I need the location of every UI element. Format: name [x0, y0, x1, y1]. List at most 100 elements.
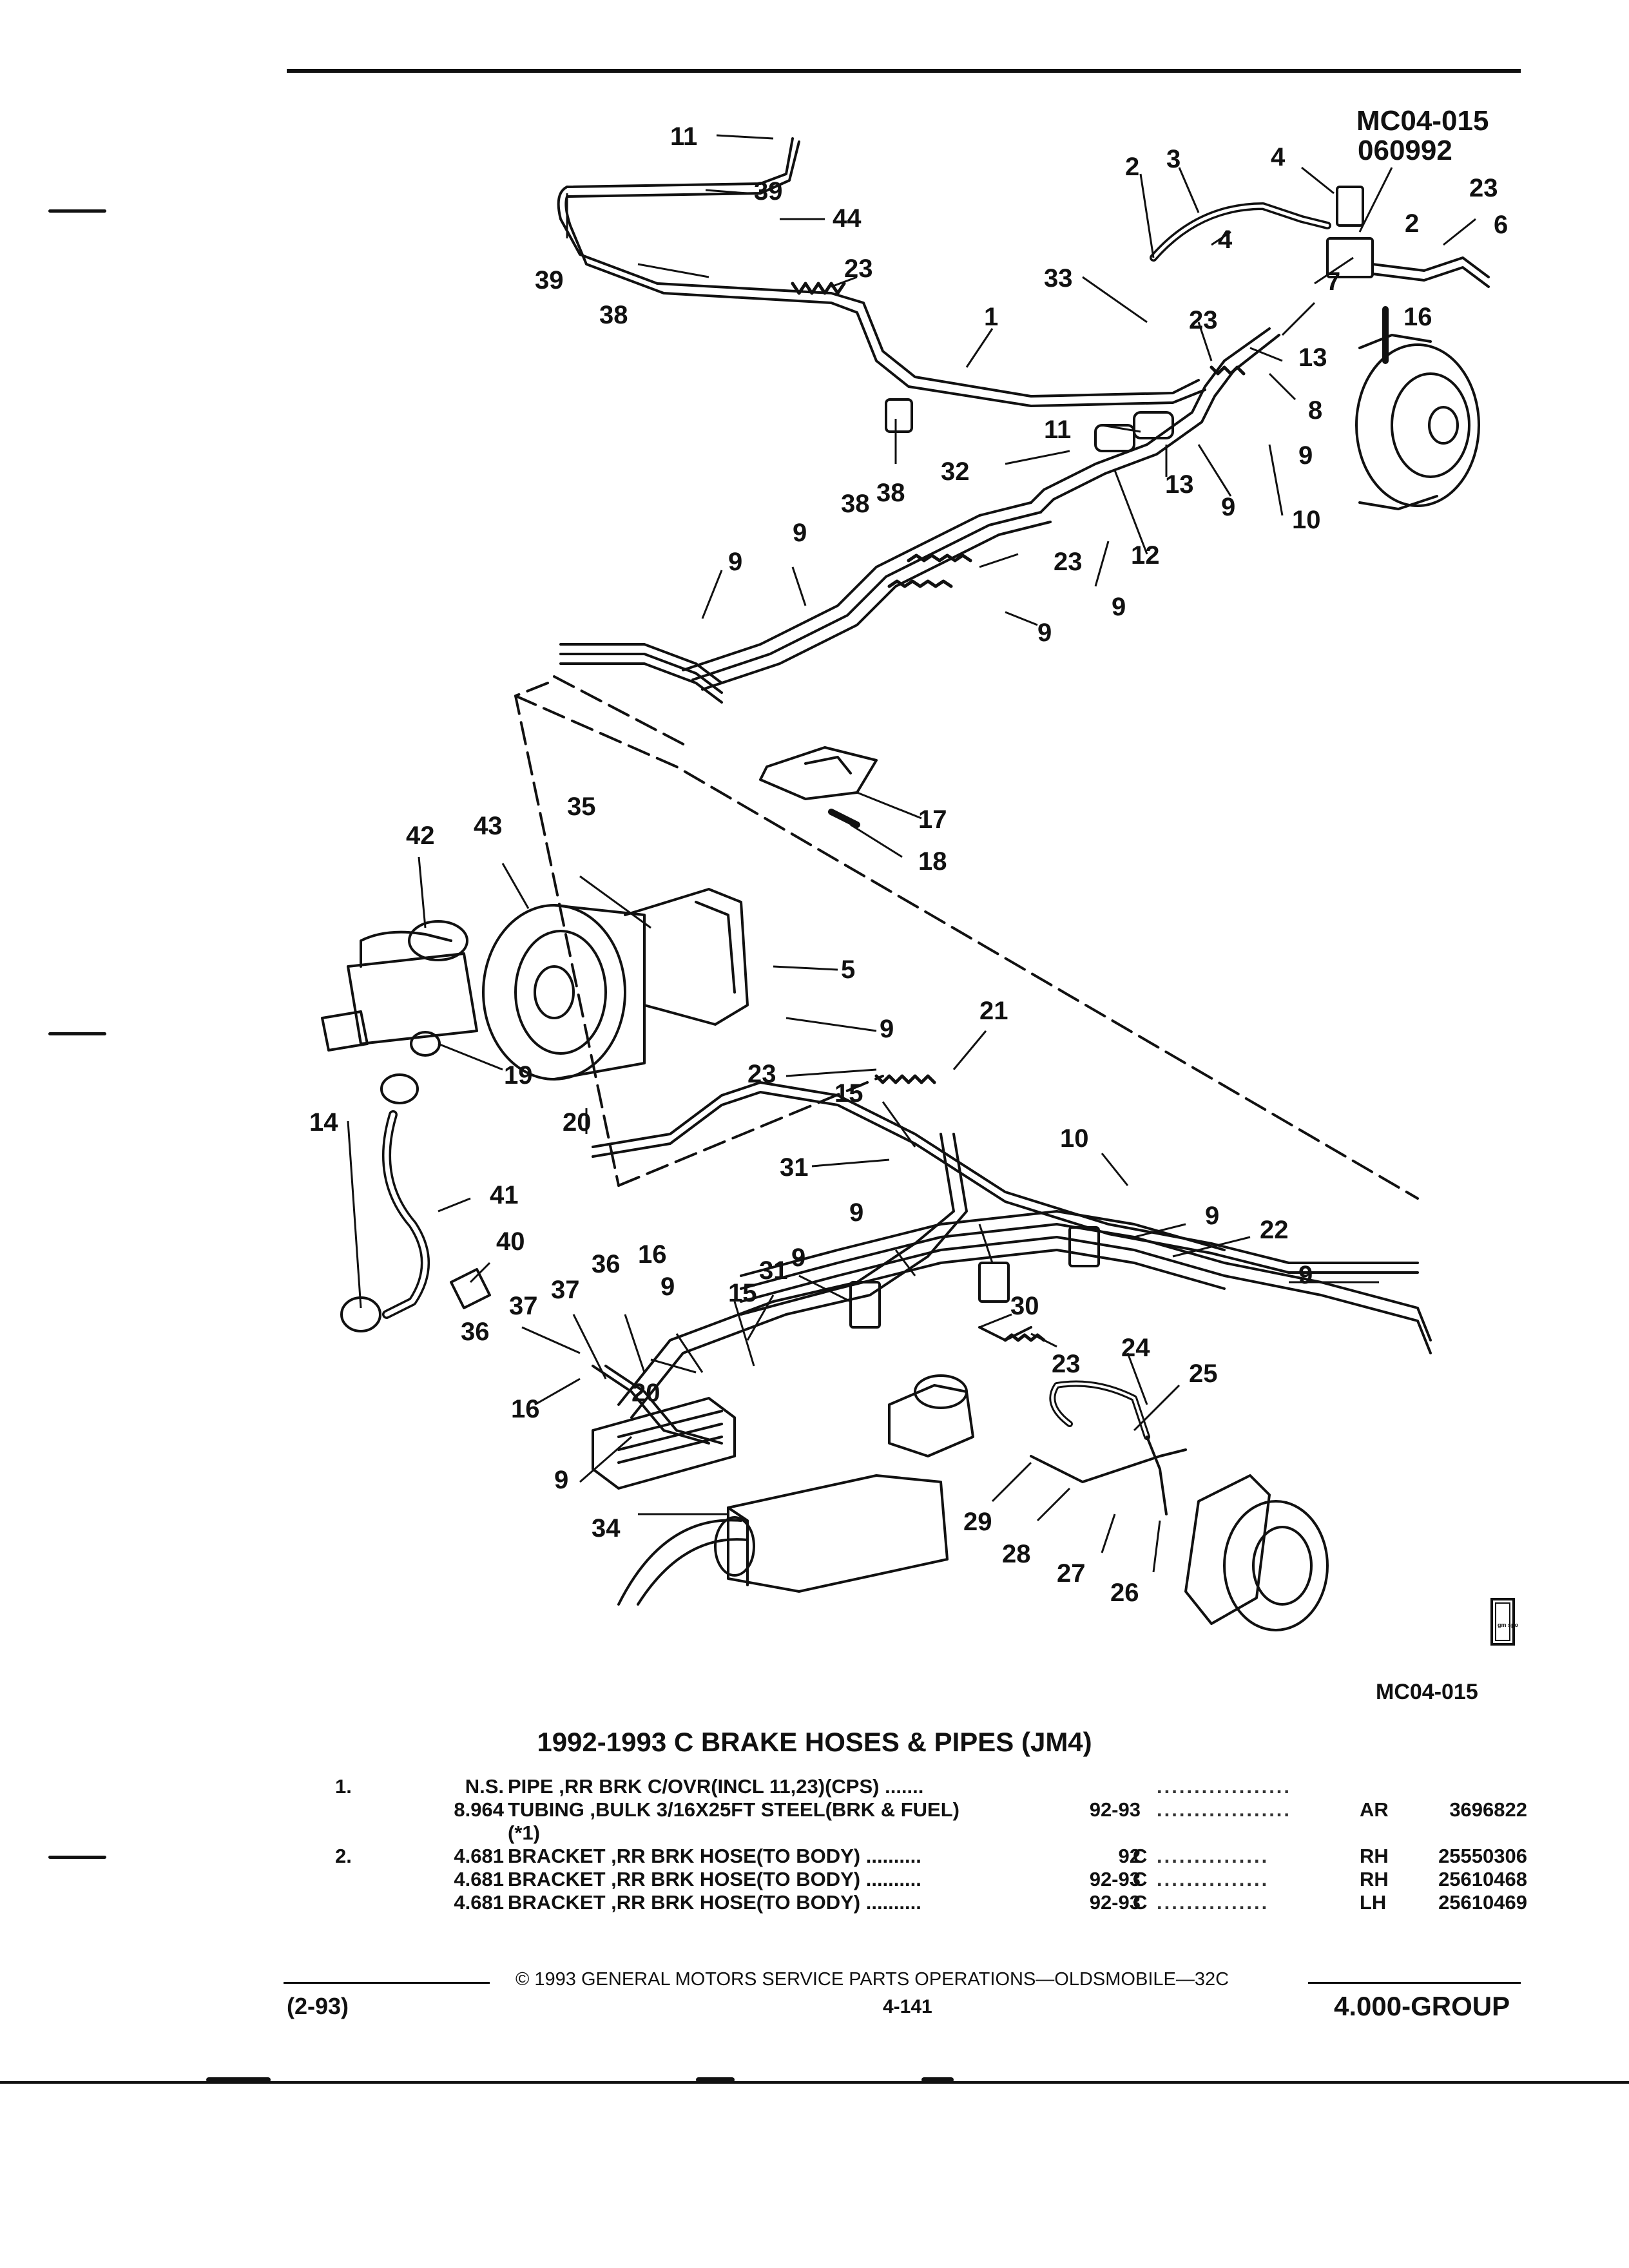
- callout: 43: [474, 812, 503, 840]
- callout: 35: [567, 793, 596, 821]
- margin-mark: [48, 1856, 106, 1859]
- callout: 40: [496, 1227, 525, 1256]
- diagram-code-top: MC04-015: [1356, 105, 1489, 137]
- callout: 16: [1403, 303, 1432, 331]
- footer-rule-left: [284, 1982, 490, 1984]
- diagram-date-code: 060992: [1358, 135, 1452, 166]
- parts-list: 1. N.S. PIPE ,RR BRK C/OVR(INCL 11,23)(C…: [335, 1775, 1534, 1914]
- callout: 4: [1271, 143, 1286, 171]
- callout: 13: [1298, 343, 1327, 372]
- callout: 22: [1260, 1216, 1289, 1244]
- callout: 23: [1189, 306, 1218, 334]
- callout: 5: [841, 956, 855, 984]
- side: RH: [1360, 1845, 1389, 1867]
- side: LH: [1360, 1891, 1387, 1914]
- years: 92-93: [1089, 1798, 1141, 1821]
- callout: 23: [844, 255, 873, 283]
- margin-mark: [48, 1032, 106, 1035]
- bottom-rule-mark: [206, 2077, 271, 2082]
- callout: 23: [1054, 548, 1083, 576]
- callout: 38: [599, 301, 628, 329]
- callout: 26: [1110, 1579, 1139, 1607]
- leader-dots: ..................: [1157, 1798, 1292, 1821]
- parts-row: (*1): [335, 1821, 1534, 1845]
- leader-dots: ...............: [1157, 1868, 1269, 1890]
- callout: 10: [1292, 506, 1321, 534]
- callout: 32: [941, 457, 970, 486]
- callout: 34: [592, 1514, 621, 1542]
- callout: 27: [1057, 1559, 1086, 1588]
- part-number: 25610469: [1438, 1891, 1527, 1914]
- bottom-rule-mark: [696, 2077, 735, 2082]
- callout: 41: [490, 1181, 519, 1209]
- callout: 9: [1221, 493, 1235, 521]
- footer-date: (2-93): [287, 1993, 349, 2019]
- callout: 36: [461, 1318, 490, 1346]
- leader-dots: ..................: [1157, 1775, 1292, 1798]
- callout: 25: [1189, 1360, 1218, 1388]
- description-leader: ..........: [860, 1891, 921, 1914]
- callout: 9: [793, 519, 807, 547]
- description-text: BRACKET ,RR BRK HOSE(TO BODY): [508, 1845, 861, 1867]
- parts-row: 4.681 BRACKET ,RR BRK HOSE(TO BODY) ....…: [335, 1868, 1534, 1891]
- callout: 44: [833, 204, 862, 233]
- callout: 9: [1298, 1261, 1313, 1289]
- section-title: 1992-1993 C BRAKE HOSES & PIPES (JM4): [537, 1727, 1092, 1757]
- part-number: 3696822: [1449, 1798, 1527, 1821]
- callout: 23: [1052, 1350, 1081, 1378]
- margin-mark: [48, 209, 106, 213]
- callout: 9: [554, 1466, 568, 1494]
- callout: 9: [660, 1273, 675, 1301]
- parts-row: 4.681 BRACKET ,RR BRK HOSE(TO BODY) ....…: [335, 1891, 1534, 1914]
- bottom-rule-mark: [921, 2077, 954, 2082]
- callout: 1: [984, 303, 998, 331]
- callout: 15: [834, 1079, 863, 1108]
- side: AR: [1360, 1798, 1389, 1821]
- parts-row: 1. N.S. PIPE ,RR BRK C/OVR(INCL 11,23)(C…: [335, 1775, 1534, 1798]
- callout: 23: [1469, 174, 1498, 202]
- parts-row: 8.964 TUBING ,BULK 3/16X25FT STEEL(BRK &…: [335, 1798, 1534, 1821]
- footer-page-number: 4-141: [883, 1996, 932, 2017]
- callout: 9: [1112, 593, 1126, 621]
- callout: 14: [309, 1108, 338, 1137]
- callout: 20: [631, 1379, 660, 1407]
- callout: 8: [1308, 396, 1322, 425]
- gm-spo-logo-text: gm spo: [1498, 1622, 1519, 1628]
- description: TUBING ,BULK 3/16X25FT STEEL(BRK & FUEL): [508, 1798, 959, 1821]
- part-number: 25610468: [1438, 1868, 1527, 1890]
- callout: 21: [979, 997, 1008, 1025]
- callout: 31: [759, 1256, 788, 1285]
- price: N.S.: [465, 1775, 504, 1798]
- callout: 15: [728, 1279, 757, 1307]
- price: 4.681: [454, 1891, 504, 1914]
- description-leader: ..........: [860, 1868, 921, 1890]
- callout: 24: [1121, 1334, 1150, 1362]
- callout: 9: [791, 1244, 805, 1272]
- callout: 38: [876, 479, 905, 507]
- callout: 20: [563, 1108, 592, 1137]
- top-rule: [287, 69, 1521, 73]
- callout: 10: [1060, 1124, 1089, 1153]
- description: BRACKET ,RR BRK HOSE(TO BODY) ..........: [508, 1845, 921, 1868]
- gm-spo-logo: gm spo: [1490, 1598, 1519, 1646]
- callout: 16: [511, 1395, 540, 1423]
- callout: 18: [918, 847, 947, 876]
- callout: 9: [1205, 1202, 1219, 1230]
- bottom-rule: [0, 2081, 1629, 2084]
- callout: 2: [1405, 209, 1419, 238]
- callout: 28: [1002, 1540, 1031, 1568]
- description-note: (*1): [508, 1821, 540, 1844]
- callout: 29: [963, 1508, 992, 1536]
- item-number: 2.: [335, 1845, 352, 1867]
- series-code: C: [1133, 1868, 1148, 1890]
- callout: 12: [1131, 541, 1160, 570]
- description: BRACKET ,RR BRK HOSE(TO BODY) ..........: [508, 1868, 921, 1891]
- description-text: BRACKET ,RR BRK HOSE(TO BODY): [508, 1868, 861, 1890]
- leader-dots: ...............: [1157, 1845, 1269, 1867]
- callout: 2: [1125, 153, 1139, 181]
- callout: 9: [1037, 619, 1052, 647]
- callout: 9: [880, 1015, 894, 1043]
- callout: 37: [509, 1292, 538, 1320]
- series-code: C: [1133, 1891, 1148, 1914]
- callout: 33: [1044, 264, 1073, 293]
